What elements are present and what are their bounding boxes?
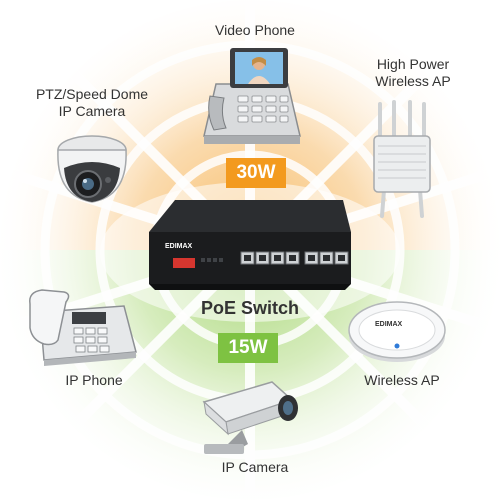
video-phone-icon (203, 48, 301, 144)
label-ip-phone: IP Phone (65, 372, 123, 388)
badge-15w: 15W (218, 333, 278, 363)
high-power-ap-icon (373, 100, 431, 218)
badge-30w: 30W (226, 158, 286, 188)
ap-logo: EDIMAX (375, 321, 403, 328)
ptz-camera-icon (57, 135, 127, 203)
switch-logo: EDIMAX (165, 243, 193, 250)
label-ip-camera: IP Camera (221, 459, 289, 475)
ip-camera-icon (202, 381, 298, 454)
ip-phone-icon (29, 289, 137, 366)
label-high-power-ap: High Power Wireless AP (375, 56, 451, 89)
label-wireless-ap: Wireless AP (364, 372, 440, 388)
label-ptz-camera: PTZ/Speed Dome IP Camera (35, 86, 149, 119)
label-poe-switch: PoE Switch (200, 298, 299, 318)
label-video-phone: Video Phone (215, 22, 295, 38)
wireless-ap-icon: EDIMAX (348, 301, 446, 362)
poe-switch-icon: EDIMAX (149, 200, 351, 290)
